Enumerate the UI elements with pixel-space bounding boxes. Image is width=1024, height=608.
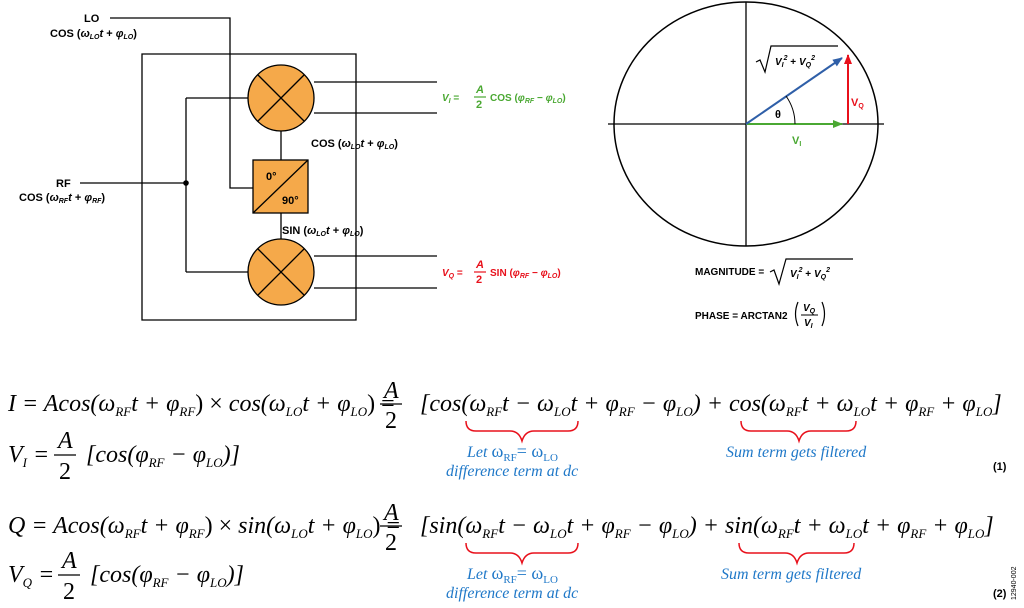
lo-signal: COS (ωLOt + φLO) xyxy=(50,28,137,41)
vq-label: VQ xyxy=(851,97,864,110)
svg-text:2: 2 xyxy=(59,459,71,485)
svg-text:A: A xyxy=(56,428,73,454)
eq1-fraction: A 2 xyxy=(380,378,402,434)
eq1-line2-fraction: A 2 xyxy=(54,428,76,485)
svg-text:2: 2 xyxy=(476,99,482,111)
phase-formula: PHASE = ARCTAN2 VQ VI xyxy=(695,301,826,330)
i-output-wires xyxy=(314,81,437,114)
eq2-line1: Q = Acos(ωRFt + φRF) × sin(ωLOt + φLO) = xyxy=(8,513,400,541)
eq2-left-brace xyxy=(465,542,579,566)
svg-text:VQ: VQ xyxy=(803,303,816,315)
rf-label: RF xyxy=(56,178,71,190)
eq2-note-left-1: Let ωRF= ωLO xyxy=(466,563,558,586)
equation-1: I = Acos(ωRFt + φRF) × cos(ωLOt + φLO) =… xyxy=(7,378,1007,485)
eq2-number: (2) xyxy=(993,588,1007,600)
phasor-diagram: θ VI VQ VI2 + VQ2 MAGNITUDE = VI2 + VQ2 … xyxy=(608,1,884,330)
svg-text:VQ =: VQ = xyxy=(442,268,463,280)
eq1-line1: I = Acos(ωRFt + φRF) × cos(ωLOt + φLO) = xyxy=(7,391,395,419)
svg-text:2: 2 xyxy=(63,579,75,605)
phase-shifter-90: 90° xyxy=(282,195,299,207)
svg-text:A: A xyxy=(382,500,399,526)
magnitude-vector xyxy=(745,57,843,125)
svg-text:[cos(φRF − φLO)]: [cos(φRF − φLO)] xyxy=(86,442,240,470)
eq2-note-left-2: difference term at dc xyxy=(446,585,578,602)
theta-arc xyxy=(785,95,796,125)
lo-wire xyxy=(110,17,253,189)
theta-label: θ xyxy=(775,109,781,121)
magnitude-formula: MAGNITUDE = VI2 + VQ2 xyxy=(695,258,853,286)
rf-split-wire xyxy=(185,97,248,273)
phase-shifter-0: 0° xyxy=(266,171,277,183)
eq1-note-left-2: difference term at dc xyxy=(446,463,578,480)
eq2-line2-fraction: A 2 xyxy=(58,548,80,605)
svg-text:VI2 + VQ2: VI2 + VQ2 xyxy=(775,55,815,69)
svg-text:A: A xyxy=(475,259,484,271)
svg-text:[cos(φRF − φLO)]: [cos(φRF − φLO)] xyxy=(90,562,244,590)
eq1-bracket: [cos(ωRFt − ωLOt + φRF − φLO) + cos(ωRFt… xyxy=(420,391,1002,419)
vi-label: VI xyxy=(792,135,801,148)
eq1-right-brace xyxy=(740,420,857,444)
svg-text:VI =: VI = xyxy=(442,93,459,105)
cos-label: COS (ωLOt + φLO) xyxy=(311,138,398,151)
sin-label: SIN (ωLOt + φLO) xyxy=(282,225,364,238)
vq-output-formula: VQ = A 2 SIN (φRF − φLO) xyxy=(442,259,561,286)
svg-text:VI: VI xyxy=(804,318,814,330)
svg-text:COS (φRF − φLO): COS (φRF − φLO) xyxy=(490,93,566,105)
svg-text:SIN (φRF − φLO): SIN (φRF − φLO) xyxy=(490,268,561,280)
eq1-left-brace xyxy=(465,420,579,444)
svg-text:A: A xyxy=(60,548,77,574)
q-output-wires xyxy=(314,255,437,289)
eq2-line2: VQ = xyxy=(8,562,54,590)
eq1-line2: VI = xyxy=(8,442,49,470)
mixer-diagram: LO COS (ωLOt + φLO) RF COS (ωRFt + φRF) … xyxy=(19,13,566,321)
vi-output-formula: VI = A 2 COS (φRF − φLO) xyxy=(442,84,566,111)
enclosure xyxy=(141,53,357,321)
svg-text:A: A xyxy=(475,84,484,96)
q-mixer xyxy=(247,238,315,306)
eq1-note-right: Sum term gets filtered xyxy=(726,444,867,461)
i-mixer xyxy=(247,64,315,132)
eq2-bracket: [sin(ωRFt − ωLOt + φRF − φLO) + sin(ωRFt… xyxy=(420,513,994,541)
figure-id: 12940-002 xyxy=(1011,566,1018,600)
svg-text:PHASE = ARCTAN2: PHASE = ARCTAN2 xyxy=(695,311,788,322)
rf-signal: COS (ωRFt + φRF) xyxy=(19,192,105,205)
svg-text:2: 2 xyxy=(385,530,397,556)
eq1-note-left-1: Let ωRF= ωLO xyxy=(466,441,558,464)
svg-text:VI2 + VQ2: VI2 + VQ2 xyxy=(790,267,830,281)
equation-2: Q = Acos(ωRFt + φRF) × sin(ωLOt + φLO) =… xyxy=(8,500,1007,605)
svg-text:2: 2 xyxy=(385,408,397,434)
eq2-fraction: A 2 xyxy=(380,500,402,556)
lo-label: LO xyxy=(84,13,100,25)
svg-text:A: A xyxy=(382,378,399,404)
svg-text:2: 2 xyxy=(476,274,482,286)
svg-text:MAGNITUDE =: MAGNITUDE = xyxy=(695,267,764,278)
eq2-note-right: Sum term gets filtered xyxy=(721,566,862,583)
eq2-right-brace xyxy=(738,542,855,566)
eq1-number: (1) xyxy=(993,461,1007,473)
